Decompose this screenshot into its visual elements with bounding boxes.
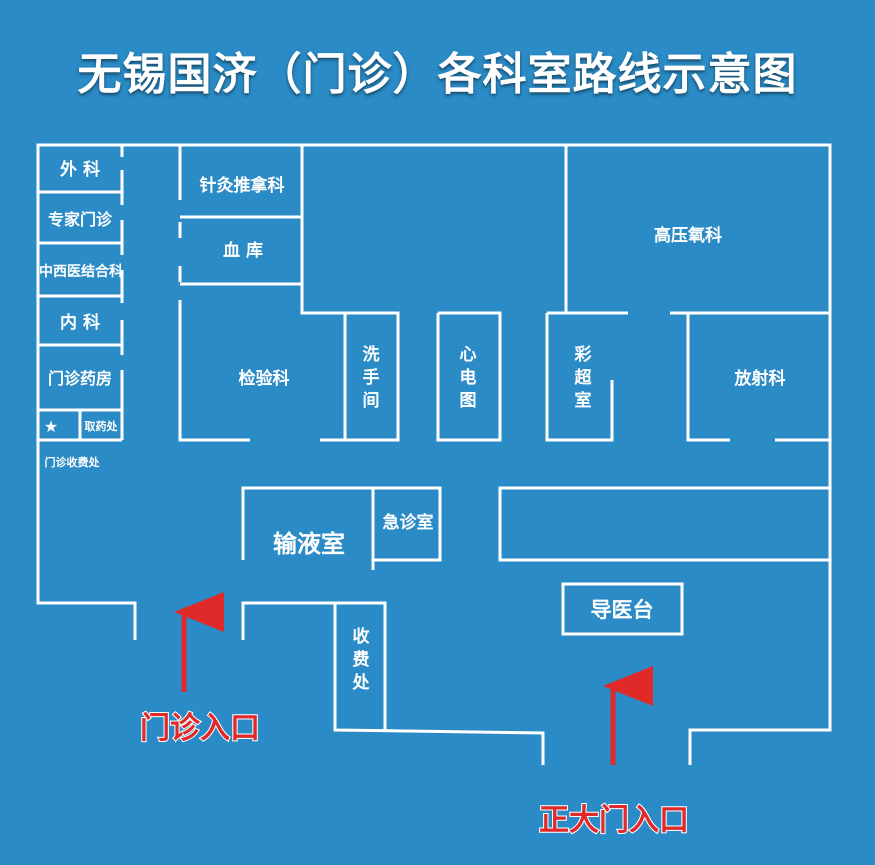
room-acupuncture: 针灸推拿科 <box>200 175 285 196</box>
walls <box>36 143 832 765</box>
room-infusion: 输液室 <box>273 530 345 558</box>
room-lab: 检验科 <box>239 368 290 389</box>
room-emergency: 急诊室 <box>383 512 434 533</box>
star-icon: ★ <box>44 417 58 436</box>
outpatient-entrance-label: 门诊入口 <box>140 711 260 746</box>
room-ultrasound: 彩超室 <box>574 345 593 411</box>
room-blood-bank: 血 库 <box>223 240 263 261</box>
room-pharmacy: 门诊药房 <box>48 369 112 388</box>
room-cashier: 收费处 <box>352 626 371 693</box>
guide-desk: 导医台 <box>591 598 654 622</box>
main-entrance-label: 正大门入口 <box>539 803 689 838</box>
room-hyperbaric: 高压氧科 <box>654 225 722 246</box>
room-cashier-outpatient: 门诊收费处 <box>45 455 101 469</box>
room-radiology: 放射科 <box>734 368 786 389</box>
room-ecg: 心电图 <box>460 345 477 411</box>
room-expert: 专家门诊 <box>48 210 113 229</box>
room-labels: 外 科 专家门诊 中西医结合科 内 科 门诊药房 ★ 取药处 门诊收费处 针灸推… <box>39 159 786 839</box>
room-surgery: 外 科 <box>60 159 100 180</box>
page-title: 无锡国济（门诊）各科室路线示意图 <box>77 49 798 100</box>
room-tcm-western: 中西医结合科 <box>39 263 123 280</box>
room-pickup: 取药处 <box>85 419 119 433</box>
room-internal: 内 科 <box>60 312 100 333</box>
room-restroom: 洗手间 <box>363 344 380 411</box>
